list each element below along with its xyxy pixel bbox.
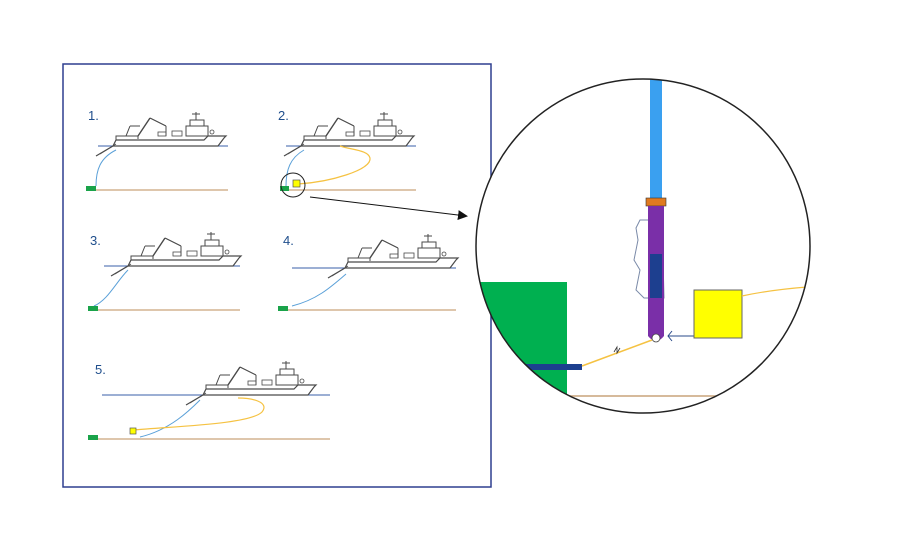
float-line	[297, 145, 371, 185]
float-box	[693, 289, 743, 339]
diagram-frame	[62, 63, 492, 488]
float-box	[129, 427, 137, 435]
cable-line	[285, 149, 305, 187]
anchor-block	[86, 186, 96, 191]
cable-line	[93, 269, 129, 307]
anchor-block	[278, 306, 288, 311]
anchor-block	[88, 435, 98, 440]
anchor-block	[88, 306, 98, 311]
pipe-segment	[650, 79, 662, 200]
panel-step-2: 2.	[278, 108, 416, 198]
connector-eye	[651, 333, 661, 343]
float-hook	[667, 330, 673, 342]
zoom-circle-border	[475, 78, 811, 414]
anchor-bar	[524, 364, 582, 370]
cable-line	[291, 273, 347, 307]
step-label-4: 4.	[283, 233, 294, 248]
float-line	[133, 397, 265, 431]
anchor-block	[280, 186, 289, 191]
cable-line	[95, 149, 117, 187]
connector-ring	[645, 197, 667, 207]
zoom-detail	[475, 78, 811, 414]
cable-line	[139, 399, 201, 438]
float-box	[292, 179, 301, 188]
pointer-arrow	[309, 196, 468, 220]
panel-step-1: 1.	[86, 108, 228, 191]
panel-step-3: 3.	[88, 231, 242, 311]
detail-marker-circle	[280, 172, 306, 198]
connector-insert	[650, 254, 662, 298]
step-label-3: 3.	[90, 233, 101, 248]
float-line	[741, 285, 810, 297]
panel-step-5: 5.	[88, 360, 330, 440]
step-label-5: 5.	[95, 362, 106, 377]
panel-step-4: 4.	[278, 233, 459, 311]
rope-break-mark	[613, 345, 621, 355]
step-label-1: 1.	[88, 108, 99, 123]
step-label-2: 2.	[278, 108, 289, 123]
